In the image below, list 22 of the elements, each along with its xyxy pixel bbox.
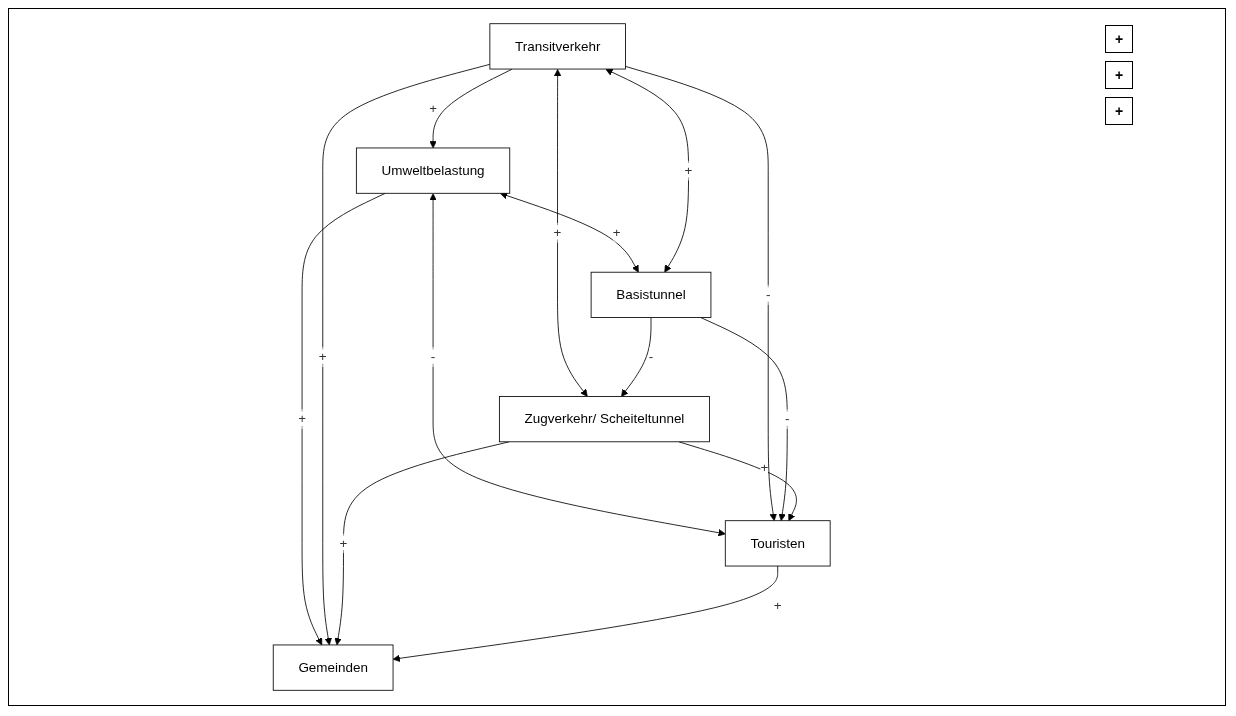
polarity-sign: + <box>1105 25 1133 53</box>
node-box: Zugverkehr/ Scheiteltunnel <box>499 396 711 443</box>
edge-label: + <box>774 597 782 613</box>
edge-label: - <box>649 349 654 364</box>
node-box: Gemeinden <box>273 644 394 691</box>
polarity-sign: + <box>1105 61 1133 89</box>
edge-label: + <box>429 100 438 116</box>
node-box: Umweltbelastung <box>356 147 511 194</box>
edge-label: + <box>760 460 769 475</box>
edge-label: - <box>766 287 771 302</box>
edge-label: + <box>684 163 693 178</box>
edge-label: - <box>431 349 436 364</box>
edge-label: + <box>553 225 562 240</box>
node-box: Transitverkehr <box>489 23 627 70</box>
edge-label: + <box>298 411 307 426</box>
edge-label: + <box>339 535 348 551</box>
node-box: Touristen <box>725 520 831 567</box>
edge-label: - <box>785 411 790 426</box>
node-box: Basistunnel <box>591 271 712 318</box>
polarity-sign: + <box>1105 97 1133 125</box>
edge-label: + <box>319 349 327 364</box>
edge-label: + <box>612 225 621 240</box>
